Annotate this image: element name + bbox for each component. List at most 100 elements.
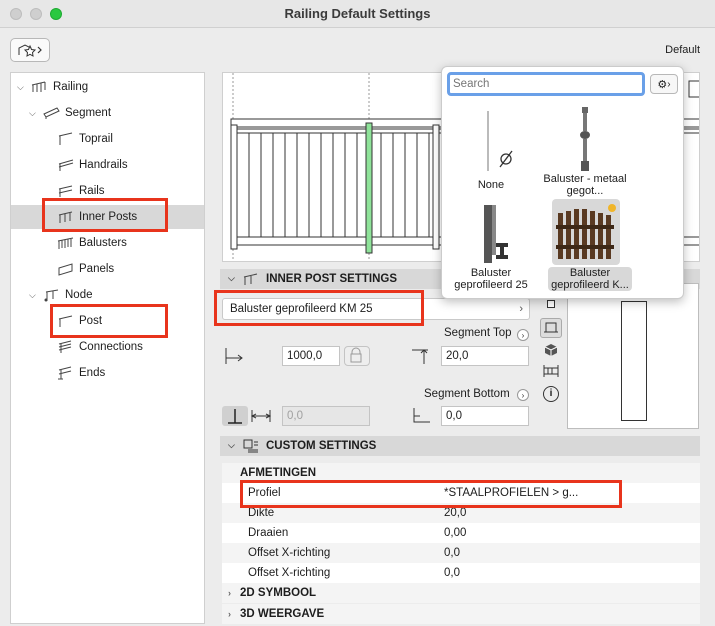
wooden-fence-icon — [556, 204, 616, 259]
table-row[interactable]: Offset X-richting 0,0 — [222, 543, 700, 563]
table-row[interactable]: Draaien 0,00 — [222, 523, 700, 543]
highlight-profile-select — [214, 290, 424, 326]
chevron-down-icon[interactable]: ⌵ — [228, 273, 235, 283]
settings-button[interactable]: ⚙› — [650, 74, 678, 94]
segment-bottom-chevron[interactable]: › — [517, 389, 529, 401]
tree-item-label: Rails — [79, 185, 105, 197]
profiled-baluster-icon — [484, 205, 508, 263]
post-outline — [621, 301, 647, 421]
chevron-right-icon: › — [519, 303, 523, 315]
table-row[interactable]: Profiel *STAALPROFIELEN > g... — [222, 483, 700, 503]
chevron-down-icon[interactable]: ⌵ — [228, 440, 235, 450]
section-title: INNER POST SETTINGS — [266, 273, 397, 285]
tree-item-balusters[interactable]: Balusters — [11, 231, 204, 255]
search-input[interactable] — [447, 72, 645, 96]
group-title: 3D WEERGAVE — [240, 608, 325, 620]
picker-item-profiled-baluster[interactable]: Baluster geprofileerd 25 — [446, 201, 536, 293]
group-2d-symbool[interactable]: › 2D SYMBOOL — [222, 583, 700, 603]
segment-bottom-icon — [413, 408, 430, 423]
row-value[interactable]: 0,0 — [444, 547, 460, 559]
tree-item-node[interactable]: ⌵ Node — [11, 283, 204, 307]
segment-top-icon — [412, 349, 428, 364]
row-key: Draaien — [248, 527, 289, 539]
panels-icon — [58, 263, 73, 276]
segment-top-field[interactable]: 20,0 — [441, 346, 529, 366]
chevron-right-icon: › — [228, 609, 231, 619]
toprail-icon — [58, 132, 73, 145]
custom-settings-header[interactable]: ⌵ CUSTOM SETTINGS — [220, 436, 700, 456]
segment-icon — [43, 107, 60, 119]
distribute-button[interactable] — [248, 406, 274, 426]
row-value[interactable]: *STAALPROFIELEN > g... — [444, 487, 579, 499]
highlight-profiel-row — [240, 480, 622, 508]
tree-item-handrails[interactable]: Handrails — [11, 153, 204, 177]
handrails-icon — [58, 159, 74, 171]
gear-icon: ⚙ — [657, 78, 668, 91]
none-icon — [487, 111, 513, 171]
row-key: Offset X-richting — [248, 567, 331, 579]
title-bar: Railing Default Settings — [0, 0, 715, 28]
minimize-window-button[interactable] — [30, 8, 42, 20]
tree-item-segment[interactable]: ⌵ Segment — [11, 101, 204, 125]
section-title: CUSTOM SETTINGS — [266, 440, 377, 452]
settings-tree: ⌵ Railing ⌵ Segment Toprail Handrails Ra… — [10, 72, 205, 624]
highlight-inner-posts — [42, 198, 168, 232]
tree-item-rails[interactable]: Rails — [11, 179, 204, 203]
tree-item-label: Railing — [53, 81, 89, 93]
highlight-post — [50, 304, 168, 338]
tree-item-toprail[interactable]: Toprail — [11, 127, 204, 151]
segment-top-label: Segment Top — [444, 327, 512, 339]
chevron-down-icon[interactable]: ⌵ — [29, 289, 36, 300]
picker-item-label: Baluster - metaal gegot... — [543, 173, 627, 197]
cast-baluster-icon — [580, 107, 590, 171]
tree-item-panels[interactable]: Panels — [11, 257, 204, 281]
group-3d-weergave[interactable]: › 3D WEERGAVE — [222, 604, 700, 624]
tree-item-label: Balusters — [79, 237, 127, 249]
zoom-window-button[interactable] — [50, 8, 62, 20]
picker-item-wooden-fence[interactable]: Baluster geprofileerd K... — [548, 199, 640, 293]
default-label: Default — [665, 44, 700, 56]
segment-bottom-field[interactable]: 0,0 — [441, 406, 529, 426]
node-icon — [44, 289, 59, 302]
tree-item-label: Toprail — [79, 133, 113, 145]
chevron-down-icon[interactable]: ⌵ — [17, 81, 24, 92]
close-window-button[interactable] — [10, 8, 22, 20]
tree-item-ends[interactable]: Ends — [11, 361, 204, 385]
segment-bottom-label: Segment Bottom — [424, 388, 510, 400]
section-view-icon[interactable] — [542, 363, 560, 379]
picker-item-label: None — [477, 179, 505, 191]
segment-top-chevron[interactable]: › — [517, 329, 529, 341]
railing-icon — [31, 81, 46, 92]
group-title: AFMETINGEN — [240, 467, 317, 479]
offset-field[interactable]: 1000,0 — [282, 346, 340, 366]
tree-item-post[interactable]: Post — [11, 309, 204, 333]
chevron-down-icon[interactable]: ⌵ — [29, 107, 36, 118]
tree-item-label: Post — [79, 315, 103, 327]
row-value[interactable]: 0,00 — [444, 527, 467, 539]
tree-item-connections[interactable]: Connections — [11, 335, 204, 359]
post-thumbnail-preview — [567, 283, 699, 429]
row-key: Dikte — [248, 507, 275, 519]
profile-select[interactable]: Baluster geprofileerd KM 25 › — [222, 298, 530, 320]
row-value[interactable]: 0,0 — [444, 567, 460, 579]
picker-item-none[interactable]: None — [446, 105, 536, 195]
group-afmetingen: AFMETINGEN — [222, 463, 700, 483]
favorites-button[interactable] — [10, 38, 50, 62]
lock-button[interactable] — [344, 346, 370, 366]
tree-item-label: Inner Posts — [79, 211, 138, 223]
picker-item-label: Baluster geprofileerd 25 — [454, 267, 528, 291]
table-row[interactable]: Dikte 20,0 — [222, 503, 700, 523]
info-icon[interactable]: i — [543, 386, 559, 402]
table-row[interactable]: Offset X-richting 0,0 — [222, 563, 700, 583]
tree-item-label: Panels — [79, 263, 115, 275]
row-key: Profiel — [248, 487, 281, 499]
picker-item-cast-baluster[interactable]: Baluster - metaal gegot... — [540, 105, 630, 197]
tree-item-railing[interactable]: ⌵ Railing — [11, 75, 204, 99]
align-center-button[interactable] — [222, 406, 248, 426]
row-value[interactable]: 20,0 — [444, 507, 467, 519]
disabled-offset-field: 0,0 — [282, 406, 370, 426]
3d-view-icon[interactable] — [543, 342, 559, 358]
custom-settings-icon — [243, 439, 258, 453]
plan-view-icon[interactable] — [547, 300, 555, 308]
elevation-view-button[interactable] — [540, 318, 562, 338]
